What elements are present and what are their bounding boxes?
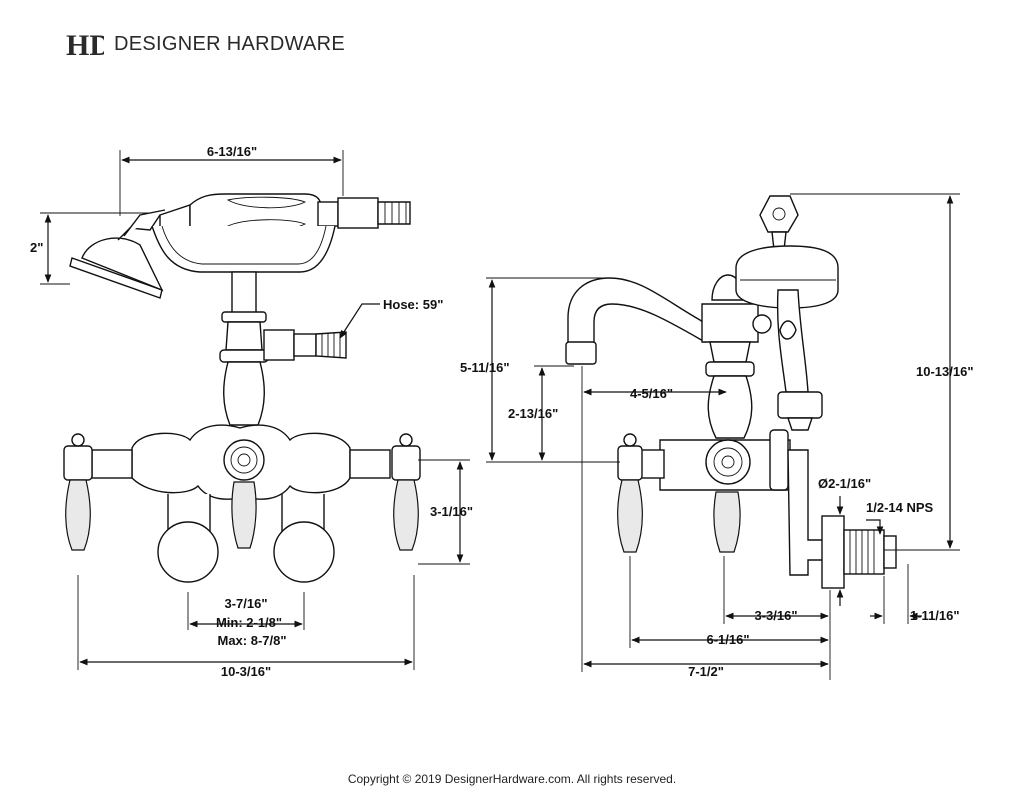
front-left-handle — [63, 433, 93, 551]
dim-spout-reach: 4-5/16" — [630, 386, 673, 401]
brand-header: HD DESIGNER HARDWARE — [64, 28, 345, 60]
front-right-handle — [391, 433, 421, 551]
dim-thread: 1/2-14 NPS — [866, 500, 934, 515]
dim-b: 6-1/16" — [706, 632, 749, 647]
dim-spout-total: 5-11/16" — [460, 360, 510, 375]
dim-center: 3-7/16" — [224, 596, 267, 611]
front-view: 6-13/16" 2" Hose: 59" 3-1/16" 3-7/16" Mi… — [30, 144, 473, 679]
dim-width-top: 6-13/16" — [207, 144, 257, 159]
brand-name: DESIGNER HARDWARE — [114, 32, 346, 55]
dim-c: 7-1/2" — [688, 664, 724, 679]
dim-height-left: 2" — [30, 240, 43, 255]
dim-a: 3-3/16" — [754, 608, 797, 623]
dim-flange-dia: Ø2-1/16" — [818, 476, 871, 491]
dim-max: Max: 8-7/8" — [217, 633, 286, 648]
front-riser — [219, 271, 347, 426]
dim-overall-width: 10-3/16" — [221, 664, 271, 679]
dim-overall-height: 10-13/16" — [916, 364, 973, 379]
dim-min: Min: 2-1/8" — [216, 615, 282, 630]
brand-logo-icon: HD — [66, 29, 104, 60]
side-view: 5-11/16" 2-13/16" 4-5/16" 10-13/16" Ø2-1… — [460, 193, 973, 680]
hose-label: Hose: 59" — [383, 297, 443, 312]
copyright-footer: Copyright © 2019 DesignerHardware.com. A… — [347, 772, 677, 786]
svg-text:HD: HD — [66, 29, 104, 60]
front-handshower — [69, 193, 411, 299]
dim-handle-height: 3-1/16" — [430, 504, 473, 519]
side-handshower — [735, 195, 839, 431]
dim-inlet-projection: 1-11/16" — [910, 608, 960, 623]
dim-spout-lower: 2-13/16" — [508, 406, 558, 421]
